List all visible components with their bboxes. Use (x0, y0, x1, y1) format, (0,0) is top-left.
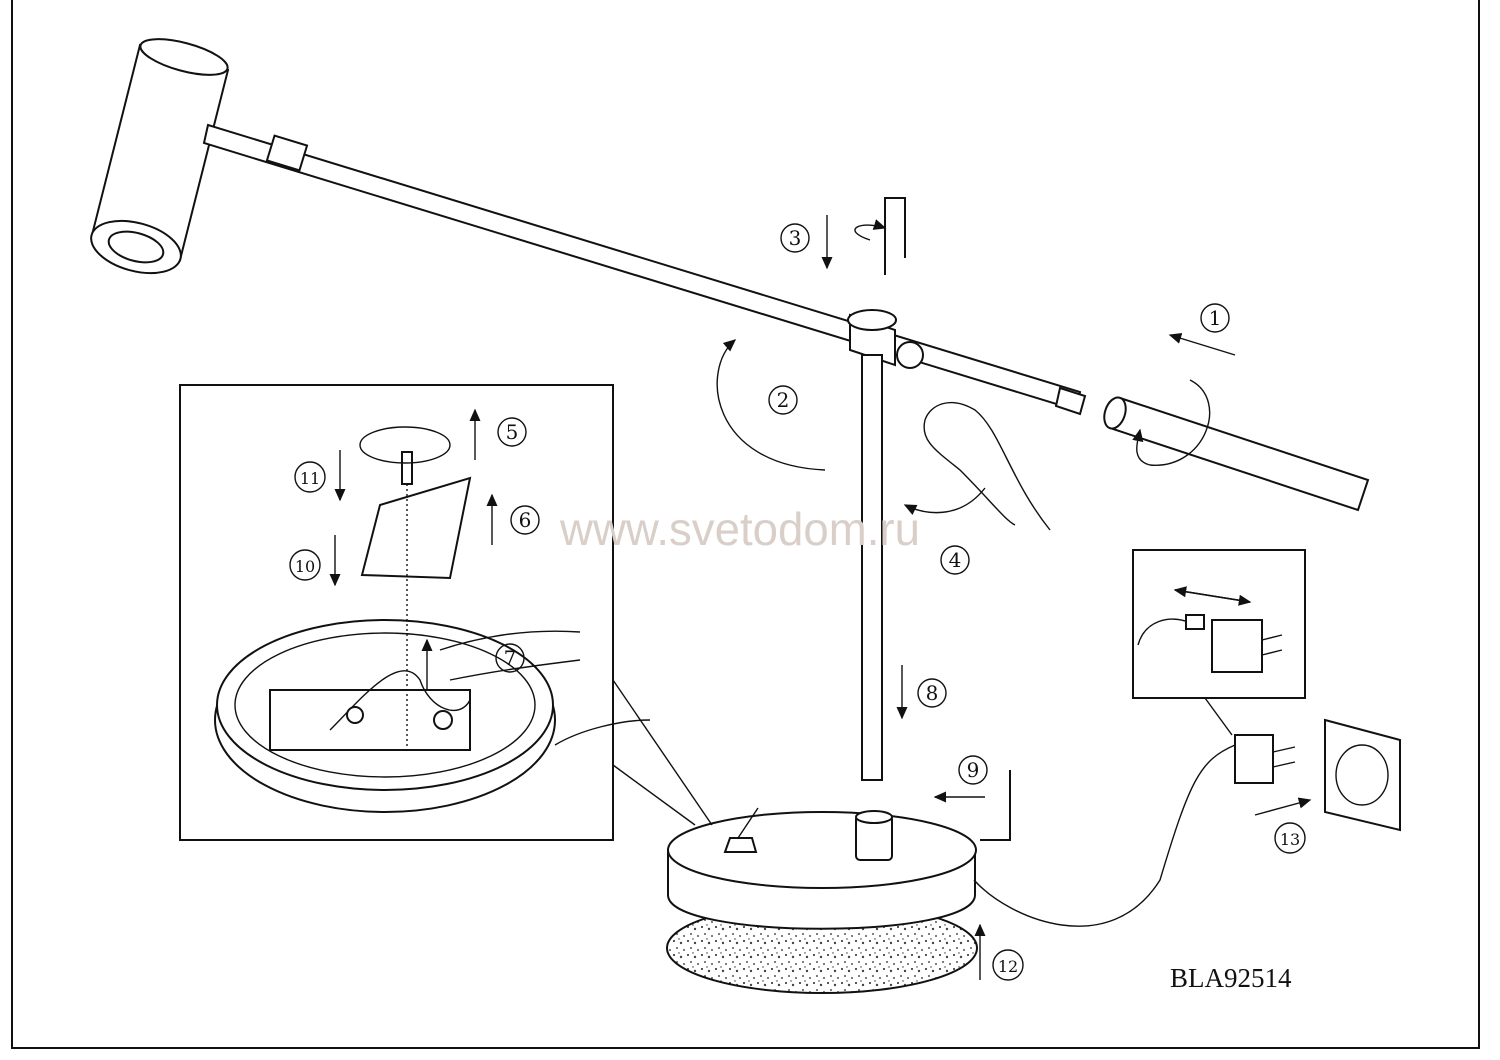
counterweight (1103, 379, 1370, 512)
lamp-arm (202, 123, 1087, 416)
svg-text:3: 3 (789, 226, 802, 250)
watermark: www.svetodom.ru (559, 503, 920, 555)
step-1: 1 (1200, 303, 1230, 333)
svg-text:2: 2 (777, 388, 790, 412)
step-6: 6 (510, 505, 540, 535)
svg-text:8: 8 (926, 681, 939, 705)
svg-text:4: 4 (949, 548, 962, 572)
lamp-stem (861, 354, 883, 781)
svg-text:11: 11 (300, 469, 320, 488)
hand-illustration (923, 401, 1051, 531)
svg-text:7: 7 (504, 646, 517, 670)
step-4: 4 (940, 545, 970, 575)
model-code: BLA92514 (1170, 963, 1292, 993)
svg-text:1: 1 (1209, 306, 1222, 330)
svg-text:6: 6 (519, 508, 532, 532)
svg-text:5: 5 (506, 420, 519, 444)
step-11: 11 (294, 461, 326, 493)
step-12: 12 (992, 949, 1024, 981)
step-5: 5 (497, 417, 527, 447)
wiring-inset (179, 384, 713, 841)
lamp-base (666, 744, 1236, 994)
arm-joint (847, 309, 924, 369)
step-8: 8 (917, 678, 947, 708)
step-7: 7 (495, 643, 525, 673)
lamp-head (90, 38, 230, 275)
svg-text:12: 12 (998, 957, 1018, 976)
svg-text:10: 10 (295, 557, 315, 576)
svg-text:13: 13 (1280, 830, 1300, 849)
step-13: 13 (1274, 822, 1306, 854)
step-2: 2 (768, 385, 798, 415)
step-3: 3 (780, 223, 810, 253)
allen-key-icon (884, 197, 906, 275)
page-border (11, 0, 1480, 1049)
step-labels: 1 2 3 4 5 6 7 8 9 10 11 12 13 (289, 223, 1306, 981)
adapter-inset (1132, 549, 1401, 832)
svg-text:9: 9 (967, 758, 980, 782)
allen-key-icon (980, 770, 1011, 841)
step-10: 10 (289, 549, 321, 581)
step-9: 9 (958, 755, 988, 785)
